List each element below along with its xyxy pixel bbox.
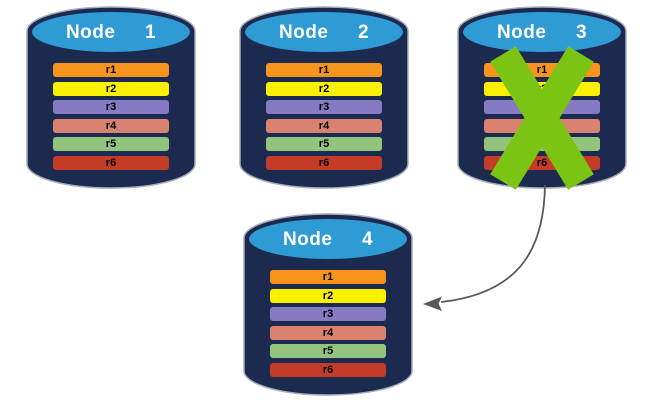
node-1: Node 1 r1 r2 r3 r4 r5 r6 — [25, 5, 197, 191]
node-2: Node 2 r1 r2 r3 r4 r5 r6 — [238, 5, 410, 191]
row-r3: r3 — [266, 100, 382, 114]
row-r3: r3 — [53, 100, 169, 114]
node-title: Node 4 — [282, 229, 374, 250]
replication-arrow-line — [440, 184, 546, 303]
row-r1: r1 — [53, 63, 169, 77]
row-r5: r5 — [53, 137, 169, 151]
row-r5: r5 — [266, 137, 382, 151]
rows-list: r1 r2 r3 r4 r5 r6 — [53, 63, 169, 170]
row-r2: r2 — [53, 81, 169, 96]
row-r6: r6 — [53, 155, 169, 170]
row-r4: r4 — [266, 118, 382, 133]
row-r3: r3 — [270, 307, 386, 321]
node-title: Node 3 — [496, 22, 588, 43]
rows-list: r1 r2 r3 r4 r5 r6 — [266, 63, 382, 170]
row-r6: r6 — [270, 362, 386, 377]
row-r4: r4 — [270, 325, 386, 340]
row-r1: r1 — [270, 270, 386, 284]
node-title: Node 2 — [278, 22, 370, 43]
node-4: Node 4 r1 r2 r3 r4 r5 r6 — [242, 212, 414, 398]
row-r2: r2 — [270, 288, 386, 303]
row-r1: r1 — [266, 63, 382, 77]
node-title: Node 1 — [65, 22, 157, 43]
rows-list: r1 r2 r3 r4 r5 r6 — [270, 270, 386, 377]
row-r4: r4 — [53, 118, 169, 133]
replication-arrow-head — [423, 296, 442, 311]
row-r5: r5 — [270, 344, 386, 358]
row-r2: r2 — [266, 81, 382, 96]
row-r6: r6 — [266, 155, 382, 170]
failure-x-icon — [490, 46, 594, 190]
